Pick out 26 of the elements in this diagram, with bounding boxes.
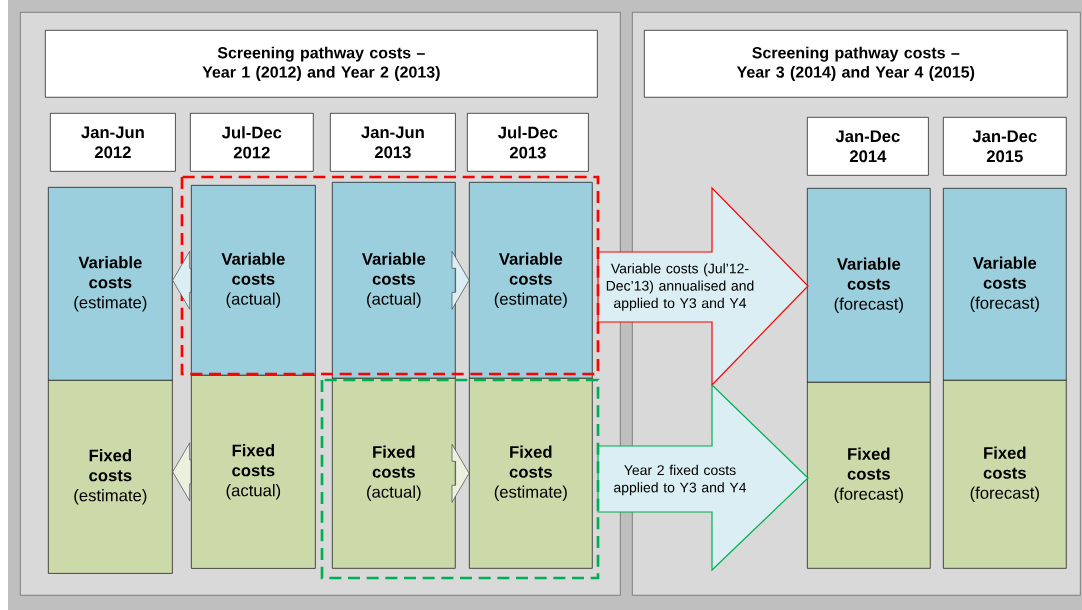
cost-box: Fixed costs (forecast)	[943, 380, 1067, 569]
title-box: Screening pathway costs – Year 1 (2012) and Year 2 (2013)	[45, 30, 598, 98]
cost-box: Variable costs (forecast)	[807, 188, 931, 383]
cost-box: Variable costs (estimate)	[469, 182, 593, 379]
cost-box: Variable costs (forecast)	[943, 188, 1067, 381]
block-arrow	[172, 251, 192, 310]
period-box: Jul-Dec 2012	[190, 113, 314, 172]
cost-box: Fixed costs (forecast)	[807, 382, 931, 569]
pointer-box: Variable costs (Jul’12-Dec’13) annualised and applied to Y3 and Y4	[597, 186, 809, 387]
cost-box: Variable costs (actual)	[332, 182, 456, 379]
block-arrow	[451, 251, 470, 310]
period-box: Jan-Jun 2012	[50, 113, 176, 172]
cost-box: Variable costs (actual)	[191, 185, 316, 376]
cost-box: Fixed costs (estimate)	[48, 380, 173, 574]
cost-box: Fixed costs (actual)	[332, 378, 456, 569]
cost-box: Fixed costs (estimate)	[469, 378, 593, 569]
period-box: Jan-Dec 2014	[807, 117, 929, 176]
pointer-box: Year 2 fixed costs applied to Y3 and Y4	[597, 383, 809, 572]
cost-box: Fixed costs (actual)	[191, 375, 316, 569]
title-box: Screening pathway costs – Year 3 (2014) and Year 4 (2015)	[644, 30, 1068, 98]
block-arrow	[172, 442, 192, 502]
period-box: Jan-Dec 2015	[943, 117, 1067, 176]
block-arrow	[451, 444, 470, 503]
period-box: Jan-Jun 2013	[330, 113, 456, 172]
period-box: Jul-Dec 2013	[467, 113, 589, 172]
cost-box: Variable costs (estimate)	[48, 187, 173, 381]
